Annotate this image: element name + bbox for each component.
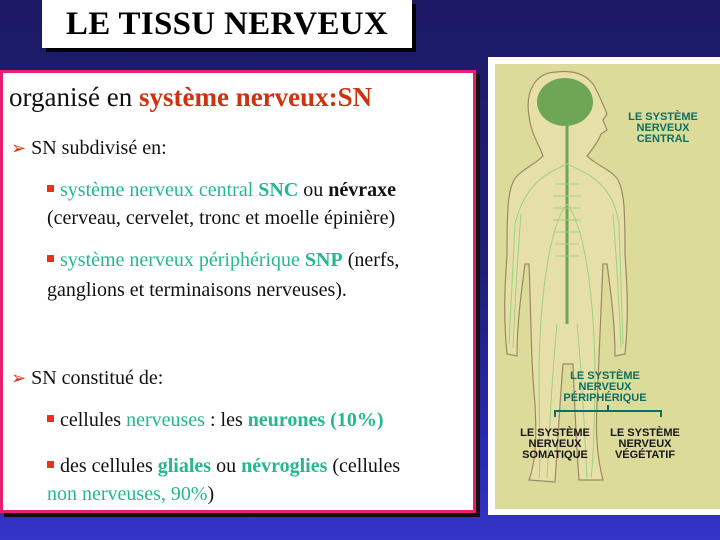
bracket-connector	[554, 405, 662, 417]
label-line: CENTRAL	[636, 133, 690, 145]
label-somatique: LE SYSTÈME NERVEUX SOMATIQUE	[515, 428, 595, 461]
bullet-text: SN constitué de:	[31, 367, 164, 389]
text: : les	[204, 409, 248, 431]
square-bullet-icon	[47, 254, 54, 262]
label-line: LE SYSTÈME	[520, 427, 590, 439]
human-body-illustration	[504, 70, 628, 483]
label-snc: LE SYSTÈME NERVEUX CENTRAL	[613, 112, 713, 145]
square-bullet-icon	[47, 184, 54, 192]
slide-title: LE TISSU NERVEUX	[65, 5, 389, 42]
content-panel: organisé en système nerveux:SN ➢ SN subd…	[0, 70, 476, 513]
text: ou	[298, 179, 329, 201]
snc-label: système nerveux central	[60, 179, 259, 201]
square-bullet-icon	[47, 460, 54, 468]
figure-background: LE SYSTÈME NERVEUX CENTRAL LE SYSTÈME NE…	[495, 64, 720, 509]
nerveuses: nerveuses	[126, 409, 205, 431]
sub-bullet-neurones: cellules nerveuses : les neurones (10%)	[47, 409, 383, 432]
text: ou	[211, 455, 242, 477]
text: (cellules	[327, 455, 401, 477]
nevraxe: névraxe	[328, 179, 397, 201]
heading-highlight: système nerveux:SN	[138, 82, 373, 112]
nevroglies: névroglies	[241, 455, 328, 477]
heading: organisé en système nerveux:SN	[9, 82, 372, 113]
label-line: NERVEUX	[528, 438, 582, 450]
text: )	[207, 483, 215, 505]
sub-bullet-gliales: des cellules gliales ou névroglies (cell…	[47, 455, 400, 478]
snc-detail: (cerveau, cervelet, tronc et moelle épin…	[47, 207, 396, 229]
snp-label: système nerveux périphérique	[60, 249, 305, 271]
label-vegetatif: LE SYSTÈME NERVEUX VÉGÉTATIF	[605, 428, 685, 461]
bullet-text: SN subdivisé en:	[31, 137, 167, 159]
neurones: neurones (10%)	[247, 409, 384, 431]
non-nerveuses: non nerveuses, 90%	[47, 483, 208, 505]
label-line: NERVEUX	[636, 122, 690, 134]
bullet-subdivise: ➢ SN subdivisé en:	[11, 137, 167, 160]
gliales: gliales	[157, 455, 212, 477]
sub-bullet-snp: système nerveux périphérique SNP (nerfs,	[47, 249, 399, 272]
text: des cellules	[60, 455, 158, 477]
arrow-bullet-icon: ➢	[11, 138, 27, 158]
heading-prefix: organisé en	[9, 82, 139, 112]
gliales-detail: non nerveuses, 90%)	[47, 483, 214, 506]
nervous-system-figure: LE SYSTÈME NERVEUX CENTRAL LE SYSTÈME NE…	[488, 57, 720, 515]
square-bullet-icon	[47, 414, 54, 422]
label-line: NERVEUX	[578, 381, 632, 393]
label-line: NERVEUX	[618, 438, 672, 450]
bullet-constitue: ➢ SN constitué de:	[11, 367, 163, 390]
slide-title-box: LE TISSU NERVEUX	[42, 0, 412, 48]
label-line: LE SYSTÈME	[628, 111, 698, 123]
text: (nerfs,	[342, 249, 400, 271]
text: cellules	[60, 409, 127, 431]
label-line: LE SYSTÈME	[610, 427, 680, 439]
label-snp: LE SYSTÈME NERVEUX PÉRIPHÉRIQUE	[555, 371, 655, 404]
sub-bullet-snc: système nerveux central SNC ou névraxe	[47, 179, 396, 202]
label-line: SOMATIQUE	[522, 449, 588, 461]
label-line: VÉGÉTATIF	[614, 449, 676, 461]
arrow-bullet-icon: ➢	[11, 368, 27, 388]
snc-abbr: SNC	[258, 179, 299, 201]
snp-detail: ganglions et terminaisons nerveuses).	[47, 279, 347, 301]
label-line: PÉRIPHÉRIQUE	[563, 392, 647, 404]
label-line: LE SYSTÈME	[570, 370, 640, 382]
snp-abbr: SNP	[304, 249, 343, 271]
